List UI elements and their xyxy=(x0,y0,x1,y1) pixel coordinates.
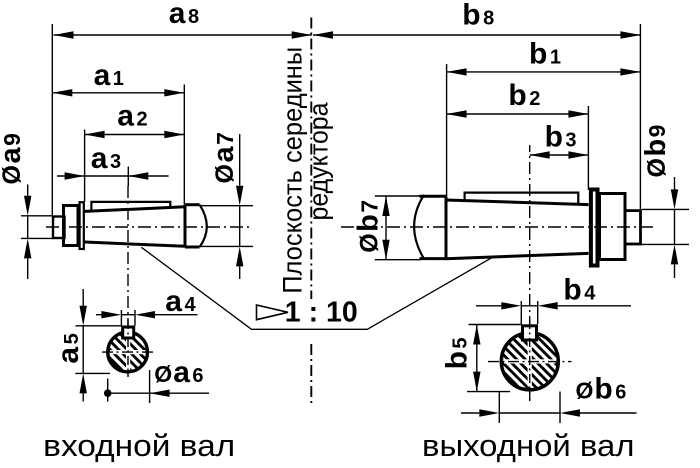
svg-text:Øb9: Øb9 xyxy=(640,125,672,178)
svg-text:Øa6: Øa6 xyxy=(154,356,203,389)
svg-text:входной вал: входной вал xyxy=(43,428,235,463)
svg-text:Øb7: Øb7 xyxy=(353,200,385,253)
svg-text:a2: a2 xyxy=(117,99,147,132)
svg-text:a8: a8 xyxy=(169,0,199,30)
svg-text:редуктора: редуктора xyxy=(304,102,334,221)
svg-text:b4: b4 xyxy=(563,273,596,306)
svg-text:b1: b1 xyxy=(529,38,561,71)
svg-text:Øa7: Øa7 xyxy=(208,132,240,183)
svg-text:a3: a3 xyxy=(91,142,121,175)
svg-text:a1: a1 xyxy=(94,59,124,92)
svg-text:b5: b5 xyxy=(440,337,473,369)
svg-text:Øa9: Øa9 xyxy=(0,133,27,184)
svg-text:1 : 10: 1 : 10 xyxy=(285,297,358,329)
svg-text:a4: a4 xyxy=(165,285,196,318)
svg-text:выходной вал: выходной вал xyxy=(422,428,635,463)
svg-text:Плоскость середины: Плоскость середины xyxy=(278,47,308,294)
svg-text:b2: b2 xyxy=(508,79,540,112)
svg-text:b3: b3 xyxy=(545,120,577,153)
svg-text:b8: b8 xyxy=(462,0,494,32)
svg-text:Øb6: Øb6 xyxy=(576,373,627,406)
svg-text:a5: a5 xyxy=(52,333,85,363)
